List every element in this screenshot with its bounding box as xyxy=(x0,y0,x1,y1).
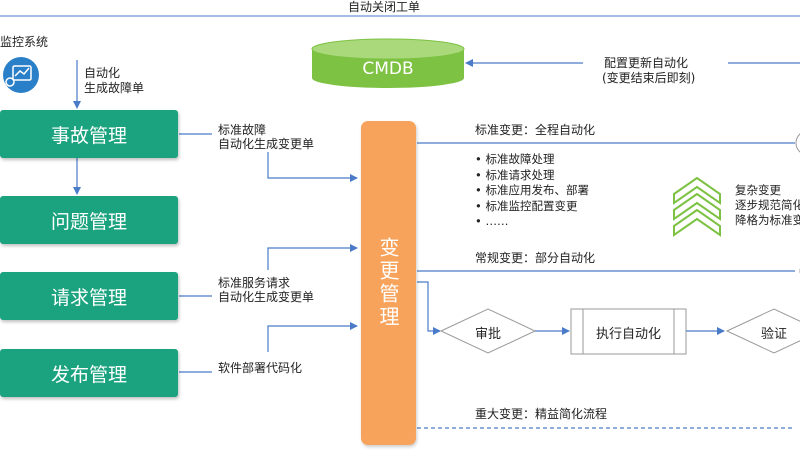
request-edge-label-2: 自动化生成变更单 xyxy=(218,290,315,304)
normal-change-title: 常规变更：部分自动化 xyxy=(475,251,596,265)
release-edge-label: 软件部署代码化 xyxy=(218,361,303,375)
problem-management-box[interactable]: 问题管理 xyxy=(0,196,178,244)
cmdb-cylinder-shape xyxy=(311,38,465,88)
upgrade-chevrons-icon xyxy=(673,176,721,237)
request-edge-label-1: 标准服务请求 xyxy=(218,276,291,290)
standard-end-node xyxy=(795,133,800,153)
standard-change-title: 标准变更：全程自动化 xyxy=(475,123,596,137)
complex-change-line1: 复杂变更 xyxy=(735,183,781,197)
execute-label: 执行自动化 xyxy=(595,327,661,342)
incident-to-change-arrow xyxy=(267,152,358,182)
list-item: 标准请求处理 xyxy=(475,168,589,184)
top-title: 自动关闭工单 xyxy=(348,0,421,14)
list-item: 标准应用发布、部署 xyxy=(475,183,589,199)
change-management-box[interactable]: 变更管理 xyxy=(361,121,416,445)
incident-management-box[interactable]: 事故管理 xyxy=(0,110,178,158)
standard-change-list: 标准故障处理 标准请求处理 标准应用发布、部署 标准监控配置变更 …… xyxy=(475,152,589,230)
list-item: …… xyxy=(475,214,589,230)
monitor-edge-label-2: 生成故障单 xyxy=(84,81,145,95)
complex-change-line3: 降格为标准变 xyxy=(735,213,800,227)
list-item: 标准故障处理 xyxy=(475,152,589,168)
monitor-label: 监控系统 xyxy=(0,35,49,49)
cmdb-update-line2: (变更结束后即刻) xyxy=(602,71,696,85)
cmdb-label: CMDB xyxy=(362,59,414,79)
approve-label: 审批 xyxy=(474,327,501,342)
request-to-change-arrow xyxy=(267,244,358,270)
monitor-chart-icon xyxy=(3,57,39,93)
verify-label: 验证 xyxy=(760,327,787,342)
incident-edge-label-2: 自动化生成变更单 xyxy=(218,137,315,151)
release-management-box[interactable]: 发布管理 xyxy=(0,349,178,397)
monitor-edge-label-1: 自动化 xyxy=(84,66,121,80)
request-management-box[interactable]: 请求管理 xyxy=(0,272,178,320)
incident-edge-label-1: 标准故障 xyxy=(218,123,267,137)
complex-change-line2: 逐步规范简化 xyxy=(735,198,800,212)
major-change-title: 重大变更：精益简化流程 xyxy=(475,407,608,421)
verify-diamond xyxy=(725,308,800,354)
list-item: 标准监控配置变更 xyxy=(475,199,589,215)
change-management-label: 变更管理 xyxy=(376,237,400,329)
execute-process-box xyxy=(570,308,687,355)
change-to-approve-arrow xyxy=(417,281,441,335)
release-to-change-arrow xyxy=(267,322,358,352)
cmdb-update-line1: 配置更新自动化 xyxy=(604,56,689,70)
